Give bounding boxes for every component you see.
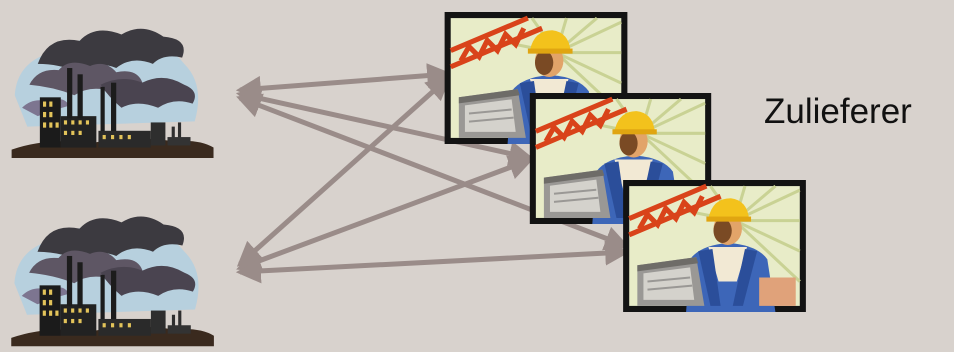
- supplier-label: Zulieferer: [764, 92, 912, 132]
- arrow-factory2-supplier2: [240, 160, 530, 268]
- arrow-factory2-supplier1: [240, 78, 448, 264]
- arrow-factory2-supplier3: [240, 252, 626, 272]
- factory-icon: [11, 217, 214, 347]
- factory-icon: [12, 29, 214, 158]
- arrow-factory1-supplier1: [240, 74, 448, 90]
- worker-icon: [623, 180, 806, 312]
